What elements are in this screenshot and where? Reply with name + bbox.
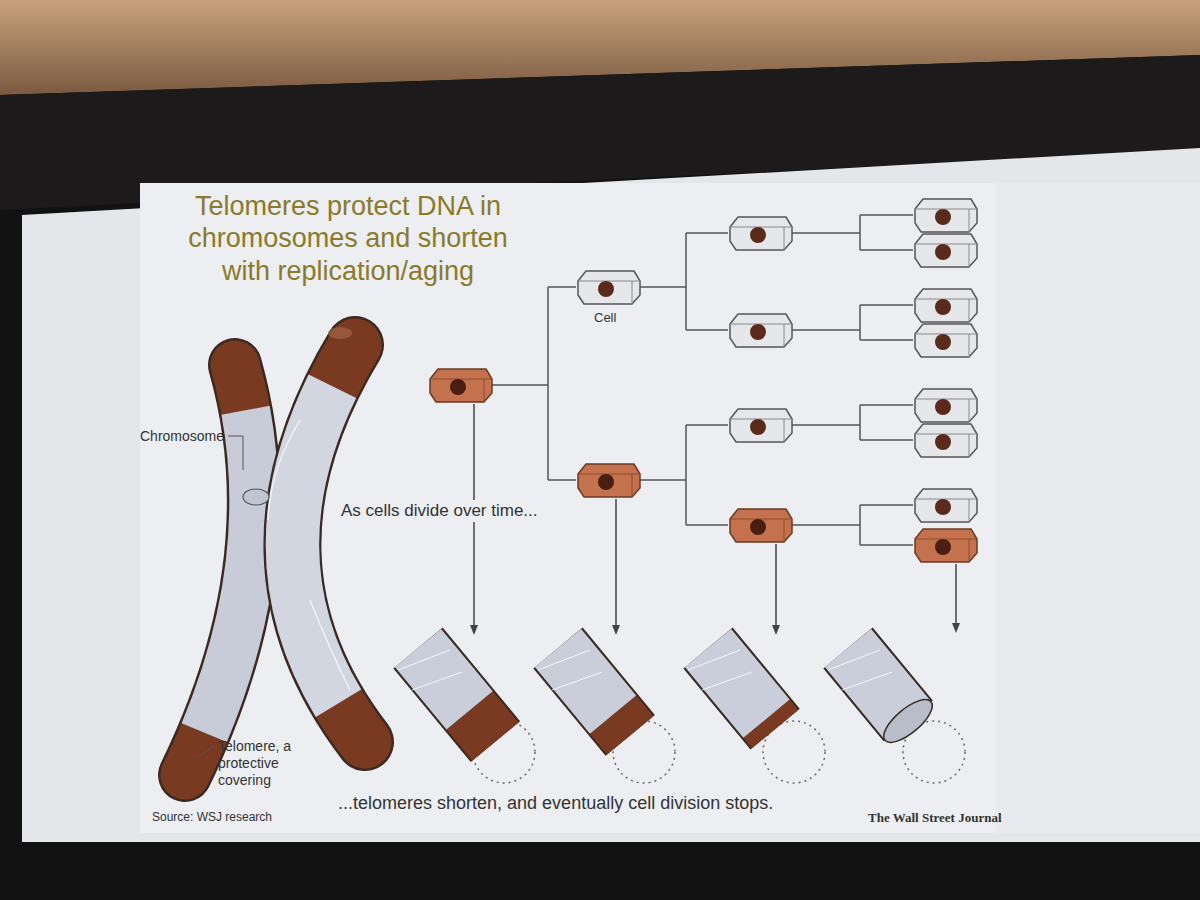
part-label: Telomere, a protective covering — [218, 738, 330, 788]
annotation: ...telomeres shorten, and eventually cel… — [335, 792, 776, 816]
source-note: Source: WSJ research — [152, 810, 272, 824]
credit: The Wall Street Journal — [868, 810, 1002, 826]
time-arrows — [474, 404, 956, 630]
slide-title: Telomeres protect DNA in chromosomes and… — [162, 190, 534, 287]
chromosome — [185, 327, 365, 775]
part-label: Chromosome — [140, 428, 224, 445]
telomere-ends — [398, 648, 965, 783]
part-label: Cell — [594, 310, 616, 326]
annotation: As cells divide over time... — [338, 500, 541, 522]
division-lines — [492, 215, 913, 545]
